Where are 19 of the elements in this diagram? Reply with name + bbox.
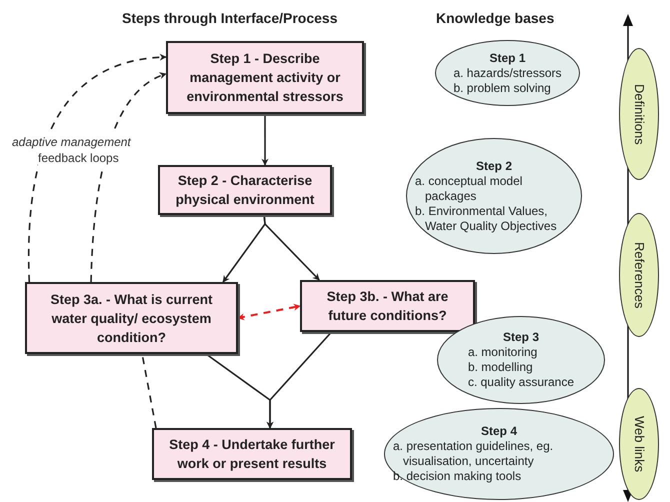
category-pill: References: [619, 213, 659, 337]
arrow: [266, 331, 332, 429]
dashed-arrow: [237, 304, 301, 320]
column-heading: Knowledge bases: [436, 9, 554, 28]
process-box: Step 3b. - What are future conditions?: [300, 280, 475, 332]
category-pill: Definitions: [619, 48, 659, 180]
arrow: [262, 114, 268, 166]
arrow: [263, 214, 320, 281]
knowledge-ellipse: Step 1 a. hazards/stressors b. problem solving: [435, 40, 580, 106]
annotation-text: adaptive management: [12, 133, 131, 151]
process-box: Step 1 - Describe management activity or environmental stressors: [166, 41, 364, 114]
category-pill: Web links: [619, 388, 659, 500]
process-box: Step 3a. - What is current water quality/ ecosystem condition?: [25, 282, 238, 354]
dashed-arrow: [28, 54, 167, 282]
process-box: Step 4 - Undertake further work or present results: [152, 428, 352, 480]
process-box: Step 2 - Characterise physical environment: [158, 165, 332, 215]
column-heading: Steps through Interface/Process: [122, 9, 338, 28]
annotation-text: feedback loops: [38, 149, 119, 167]
knowledge-ellipse: Step 2 a. conceptual model packages b. Environmental Values, Water Quality Objectives: [406, 138, 582, 254]
